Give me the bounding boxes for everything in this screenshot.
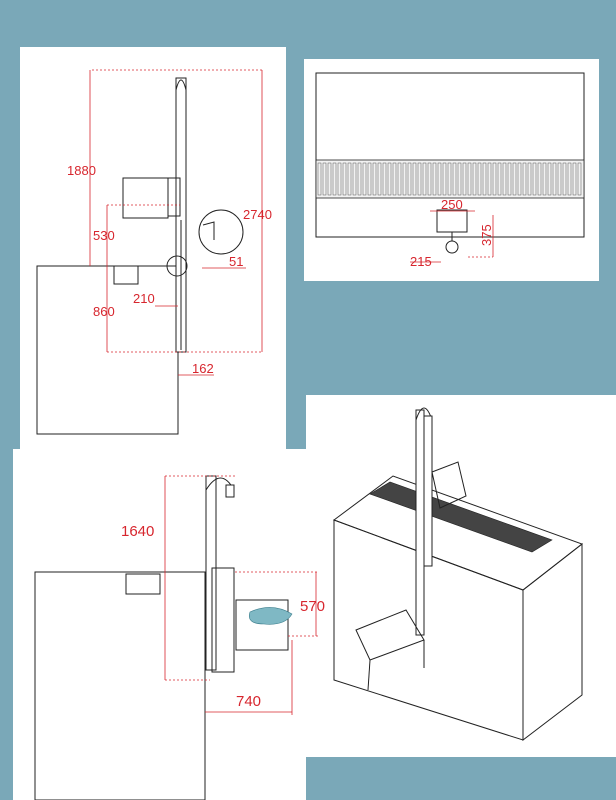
grating-slat <box>322 162 327 196</box>
grating-slat <box>527 162 532 196</box>
grating-slat <box>567 162 572 196</box>
grating-slat <box>542 162 547 196</box>
grating-slat <box>387 162 392 196</box>
grating-slat <box>397 162 402 196</box>
dim-width-210: 210 <box>133 291 155 306</box>
grating-slat <box>472 162 477 196</box>
grating-slat <box>417 162 422 196</box>
dim-width-162: 162 <box>192 361 214 376</box>
grating-slat <box>532 162 537 196</box>
grating-slat <box>577 162 582 196</box>
dim-height-1640: 1640 <box>121 523 154 540</box>
grating-slat <box>347 162 352 196</box>
grating-slat <box>337 162 342 196</box>
grating-slat <box>507 162 512 196</box>
lift-view-drawing <box>34 475 318 800</box>
grating-slat <box>377 162 382 196</box>
lift-view-panel <box>13 449 306 800</box>
grating-slat <box>437 162 442 196</box>
dim-height-2740: 2740 <box>243 207 272 222</box>
grating-slat <box>502 162 507 196</box>
grating-slat <box>462 162 467 196</box>
grating-slat <box>452 162 457 196</box>
grating-slat <box>342 162 347 196</box>
dim-depth-375: 375 <box>479 224 494 246</box>
grating-slat <box>422 162 427 196</box>
grating-slat <box>497 162 502 196</box>
dim-height-570: 570 <box>300 598 325 615</box>
gutter-grating <box>317 162 582 196</box>
grating-slat <box>412 162 417 196</box>
grating-slat <box>482 162 487 196</box>
dim-height-860: 860 <box>93 304 115 319</box>
dim-offset-215: 215 <box>410 254 432 269</box>
dim-width-740: 740 <box>236 693 261 710</box>
isometric-drawing <box>332 407 584 742</box>
grating-slat <box>382 162 387 196</box>
grating-slat <box>522 162 527 196</box>
grating-slat <box>392 162 397 196</box>
isometric-panel <box>306 395 616 757</box>
grating-slat <box>477 162 482 196</box>
grating-slat <box>317 162 322 196</box>
grating-slat <box>467 162 472 196</box>
grating-slat <box>517 162 522 196</box>
grating-slat <box>562 162 567 196</box>
grating-slat <box>487 162 492 196</box>
grating-slat <box>362 162 367 196</box>
grating-slat <box>547 162 552 196</box>
grating-slat <box>442 162 447 196</box>
grating-slat <box>327 162 332 196</box>
side-view-panel <box>20 47 286 449</box>
grating-slat <box>492 162 497 196</box>
grating-slat <box>447 162 452 196</box>
grating-slat <box>332 162 337 196</box>
grating-slat <box>572 162 577 196</box>
dim-width-250: 250 <box>441 197 463 212</box>
grating-slat <box>402 162 407 196</box>
top-view-drawing <box>315 72 585 263</box>
grating-slat <box>552 162 557 196</box>
grating-slat <box>557 162 562 196</box>
grating-slat <box>537 162 542 196</box>
side-view-drawing <box>36 69 263 435</box>
grating-slat <box>372 162 377 196</box>
grating-slat <box>427 162 432 196</box>
dim-height-1880: 1880 <box>67 163 96 178</box>
grating-slat <box>352 162 357 196</box>
grating-slat <box>407 162 412 196</box>
grating-slat <box>457 162 462 196</box>
dim-height-530: 530 <box>93 228 115 243</box>
grating-slat <box>367 162 372 196</box>
grating-slat <box>432 162 437 196</box>
grating-slat <box>512 162 517 196</box>
dim-width-51: 51 <box>229 254 243 269</box>
grating-slat <box>357 162 362 196</box>
